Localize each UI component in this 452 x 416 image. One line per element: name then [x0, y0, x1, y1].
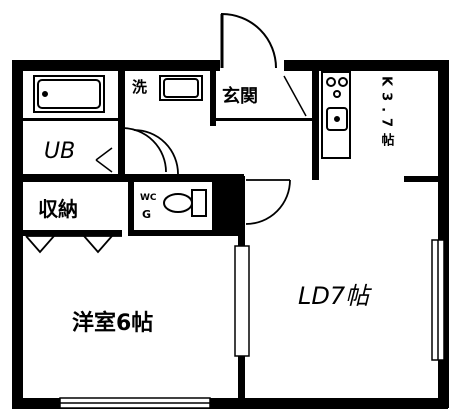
- bath-door-swing: [121, 127, 167, 173]
- western-room-label: 洋室6帖: [72, 310, 153, 336]
- wash-basin: [159, 75, 203, 101]
- kitchen-counter: [321, 71, 351, 159]
- windows: [59, 239, 445, 409]
- ld-door-swing: [245, 179, 291, 225]
- toilet: [163, 189, 207, 217]
- toilet-label-a: WC: [140, 193, 157, 203]
- entrance-opening: [220, 58, 284, 73]
- washroom-label: 洗: [132, 78, 147, 96]
- entrance-door-swing: [221, 12, 277, 69]
- bathtub: [33, 75, 105, 113]
- kitchen-label: K3.7帖: [379, 76, 395, 152]
- toilet-label-b: G: [142, 208, 151, 221]
- entrance-label: 玄関: [222, 85, 258, 107]
- storage-folding-doors: [25, 235, 122, 254]
- ub-label: UB: [44, 139, 75, 164]
- wash-door-swing: [133, 129, 179, 175]
- storage-label: 収納: [38, 197, 78, 221]
- ld-label: LD7帖: [298, 282, 372, 310]
